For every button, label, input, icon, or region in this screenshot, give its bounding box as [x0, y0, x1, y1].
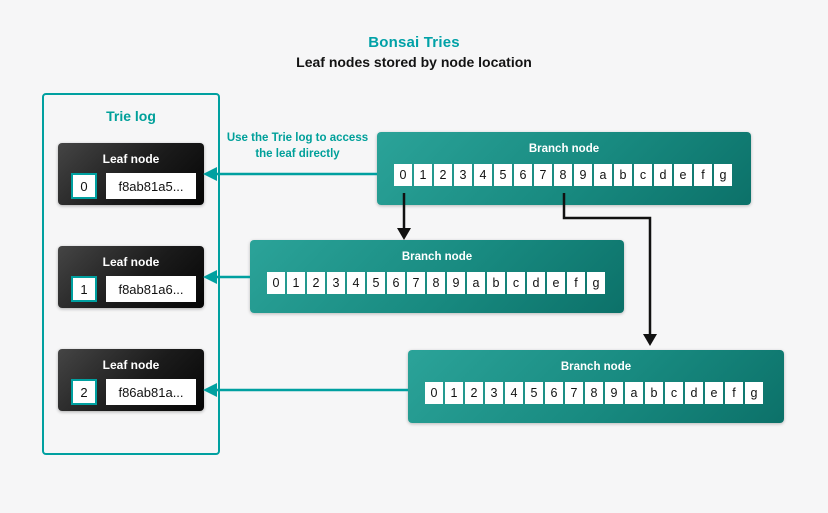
leaf-hash-value: f8ab81a6... — [106, 276, 196, 302]
arrow-branch3-to-leaf2 — [203, 383, 408, 397]
branch-cell: b — [487, 272, 505, 294]
branch-cell: a — [467, 272, 485, 294]
branch-cell: d — [527, 272, 545, 294]
branch-cell: 6 — [545, 382, 563, 404]
branch-cell: g — [714, 164, 732, 186]
branch-cell: c — [634, 164, 652, 186]
branch-cell: 6 — [387, 272, 405, 294]
branch-cell: d — [685, 382, 703, 404]
branch-cell: f — [567, 272, 585, 294]
leaf-index-box: 0 — [71, 173, 97, 199]
branch-cell: 4 — [347, 272, 365, 294]
branch-node-title: Branch node — [528, 143, 600, 155]
branch-cell: g — [587, 272, 605, 294]
annotation-text: Use the Trie log to access the leaf dire… — [226, 132, 369, 160]
branch-node-title: Branch node — [560, 361, 632, 373]
leaf-index-box: 2 — [71, 379, 97, 405]
leaf-node-card-2: Leaf node 2 f86ab81a... — [58, 349, 204, 411]
leaf-node-title: Leaf node — [102, 152, 160, 166]
page-subtitle: Leaf nodes stored by node location — [296, 54, 532, 70]
branch-cell: 1 — [414, 164, 432, 186]
arrow-branch1-to-leaf0 — [203, 167, 377, 181]
leaf-node-title: Leaf node — [102, 255, 160, 269]
branch-cell: 7 — [534, 164, 552, 186]
leaf-hash-value: f8ab81a5... — [106, 173, 196, 199]
branch-cell: 1 — [287, 272, 305, 294]
leaf-node-card-0: Leaf node 0 f8ab81a5... — [58, 143, 204, 205]
branch-cell: 0 — [425, 382, 443, 404]
leaf-hash-value: f86ab81a... — [106, 379, 196, 405]
branch-cell: f — [725, 382, 743, 404]
branch-cell: 8 — [427, 272, 445, 294]
header: Bonsai Tries Leaf nodes stored by node l… — [0, 34, 828, 70]
page-title: Bonsai Tries — [368, 34, 460, 51]
leaf-node-title: Leaf node — [102, 358, 160, 372]
branch-cell: 9 — [605, 382, 623, 404]
leaf-index-box: 1 — [71, 276, 97, 302]
branch-cell: 2 — [434, 164, 452, 186]
branch-cell: 5 — [367, 272, 385, 294]
branch-cell: e — [705, 382, 723, 404]
branch-cell: 3 — [327, 272, 345, 294]
branch-cell: 5 — [494, 164, 512, 186]
branch-cell: c — [665, 382, 683, 404]
branch-cell: 3 — [454, 164, 472, 186]
branch-cell: 7 — [407, 272, 425, 294]
branch-cell: 7 — [565, 382, 583, 404]
branch-cell: 9 — [447, 272, 465, 294]
branch-cell: 5 — [525, 382, 543, 404]
branch-cell: 6 — [514, 164, 532, 186]
branch-cell: 0 — [394, 164, 412, 186]
branch-cell: b — [614, 164, 632, 186]
branch-cell: c — [507, 272, 525, 294]
leaf-node-row: 2 f86ab81a... — [71, 379, 204, 405]
branch-cell: 4 — [505, 382, 523, 404]
branch-cell: 9 — [574, 164, 592, 186]
leaf-node-card-1: Leaf node 1 f8ab81a6... — [58, 246, 204, 308]
branch-cell: a — [625, 382, 643, 404]
branch-cell: 8 — [554, 164, 572, 186]
branch-cell: e — [547, 272, 565, 294]
branch-cell: e — [674, 164, 692, 186]
branch-cell: f — [694, 164, 712, 186]
branch-cell: 3 — [485, 382, 503, 404]
branch-node-title: Branch node — [401, 251, 473, 263]
leaf-node-row: 1 f8ab81a6... — [71, 276, 204, 302]
branch-cell: d — [654, 164, 672, 186]
branch-cell: g — [745, 382, 763, 404]
leaf-node-row: 0 f8ab81a5... — [71, 173, 204, 199]
branch-cell: 1 — [445, 382, 463, 404]
branch-cell: 0 — [267, 272, 285, 294]
branch-cell: 2 — [307, 272, 325, 294]
branch-cell: 8 — [585, 382, 603, 404]
branch-cell: 4 — [474, 164, 492, 186]
branch-cell: b — [645, 382, 663, 404]
branch-cell: a — [594, 164, 612, 186]
trie-log-box: Trie log Leaf node 0 f8ab81a5... Leaf no… — [42, 93, 220, 455]
trie-log-title: Trie log — [106, 108, 156, 124]
branch-cell: 2 — [465, 382, 483, 404]
